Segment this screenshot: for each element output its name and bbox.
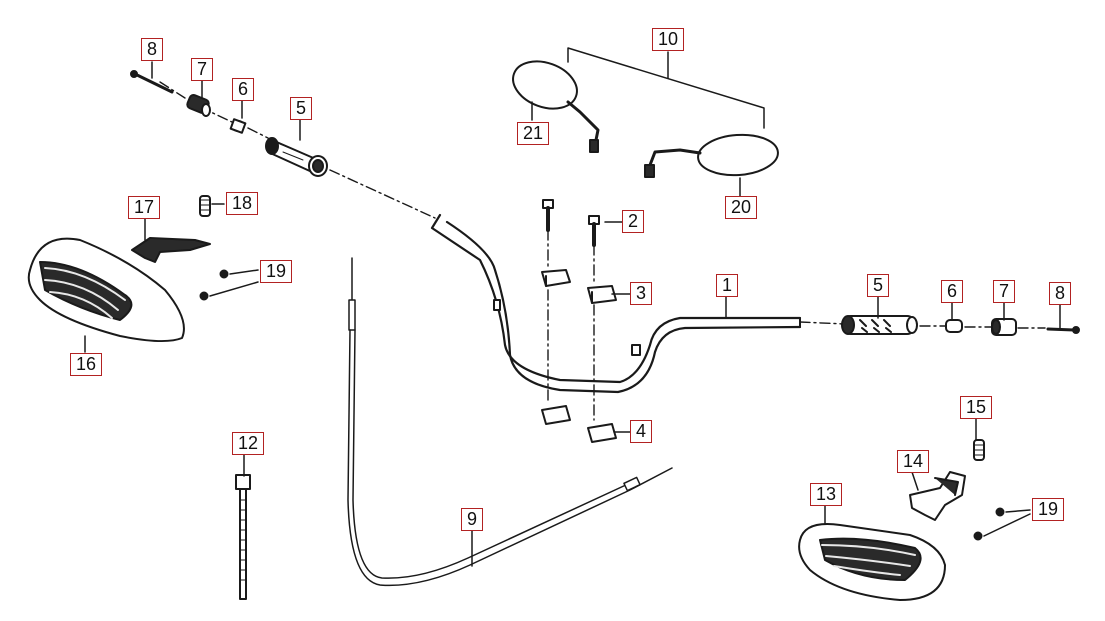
callout-3: 3	[630, 282, 652, 305]
callout-7-left: 7	[191, 58, 213, 81]
left-bar-end-weight	[186, 93, 211, 117]
lower-clamps	[541, 405, 617, 443]
right-mirror	[644, 133, 779, 178]
callout-20: 20	[725, 196, 757, 219]
callout-17: 17	[128, 196, 160, 219]
left-mirror	[512, 60, 600, 153]
callout-6-left: 6	[232, 78, 254, 101]
clamp-bolts	[542, 199, 600, 247]
callout-19-left: 19	[260, 260, 292, 283]
right-collar	[945, 319, 963, 333]
assembly-axis-lines	[159, 81, 1046, 421]
callout-18: 18	[226, 192, 258, 215]
left-guard-nuts	[199, 269, 259, 301]
handlebar-tube	[430, 213, 802, 394]
left-screw	[130, 70, 174, 94]
right-guard-bracket	[909, 471, 966, 521]
callout-2: 2	[622, 210, 644, 233]
callout-13: 13	[810, 483, 842, 506]
callout-16: 16	[70, 353, 102, 376]
right-grip	[841, 315, 918, 335]
right-guard-nuts	[973, 507, 1031, 541]
left-guard-bracket	[131, 237, 211, 263]
upper-clamps	[541, 269, 617, 304]
right-bar-end-weight	[991, 318, 1017, 336]
throttle-cable	[347, 257, 673, 587]
callout-12: 12	[232, 432, 264, 455]
callout-15: 15	[960, 396, 992, 419]
callout-leaders	[84, 61, 1061, 567]
callout-1: 1	[716, 274, 738, 297]
mirror-pair-bracket	[567, 47, 765, 129]
callout-8-right: 8	[1049, 282, 1071, 305]
left-hand-guard	[27, 237, 185, 342]
callout-21: 21	[517, 122, 549, 145]
right-guard-bolt	[973, 439, 985, 461]
cable-tie	[235, 474, 251, 600]
callout-10: 10	[652, 28, 684, 51]
callout-14: 14	[897, 450, 929, 473]
callout-4: 4	[630, 420, 652, 443]
left-grip	[265, 137, 328, 177]
callout-9: 9	[461, 508, 483, 531]
callout-5-left: 5	[290, 97, 312, 120]
left-guard-bolt	[199, 195, 211, 217]
callout-5-right: 5	[867, 274, 889, 297]
callout-8-left: 8	[141, 38, 163, 61]
callout-7-right: 7	[993, 280, 1015, 303]
right-hand-guard	[798, 523, 946, 601]
callout-19-right: 19	[1032, 498, 1064, 521]
callout-6-right: 6	[941, 280, 963, 303]
left-collar	[229, 118, 247, 134]
right-screw	[1046, 326, 1080, 334]
